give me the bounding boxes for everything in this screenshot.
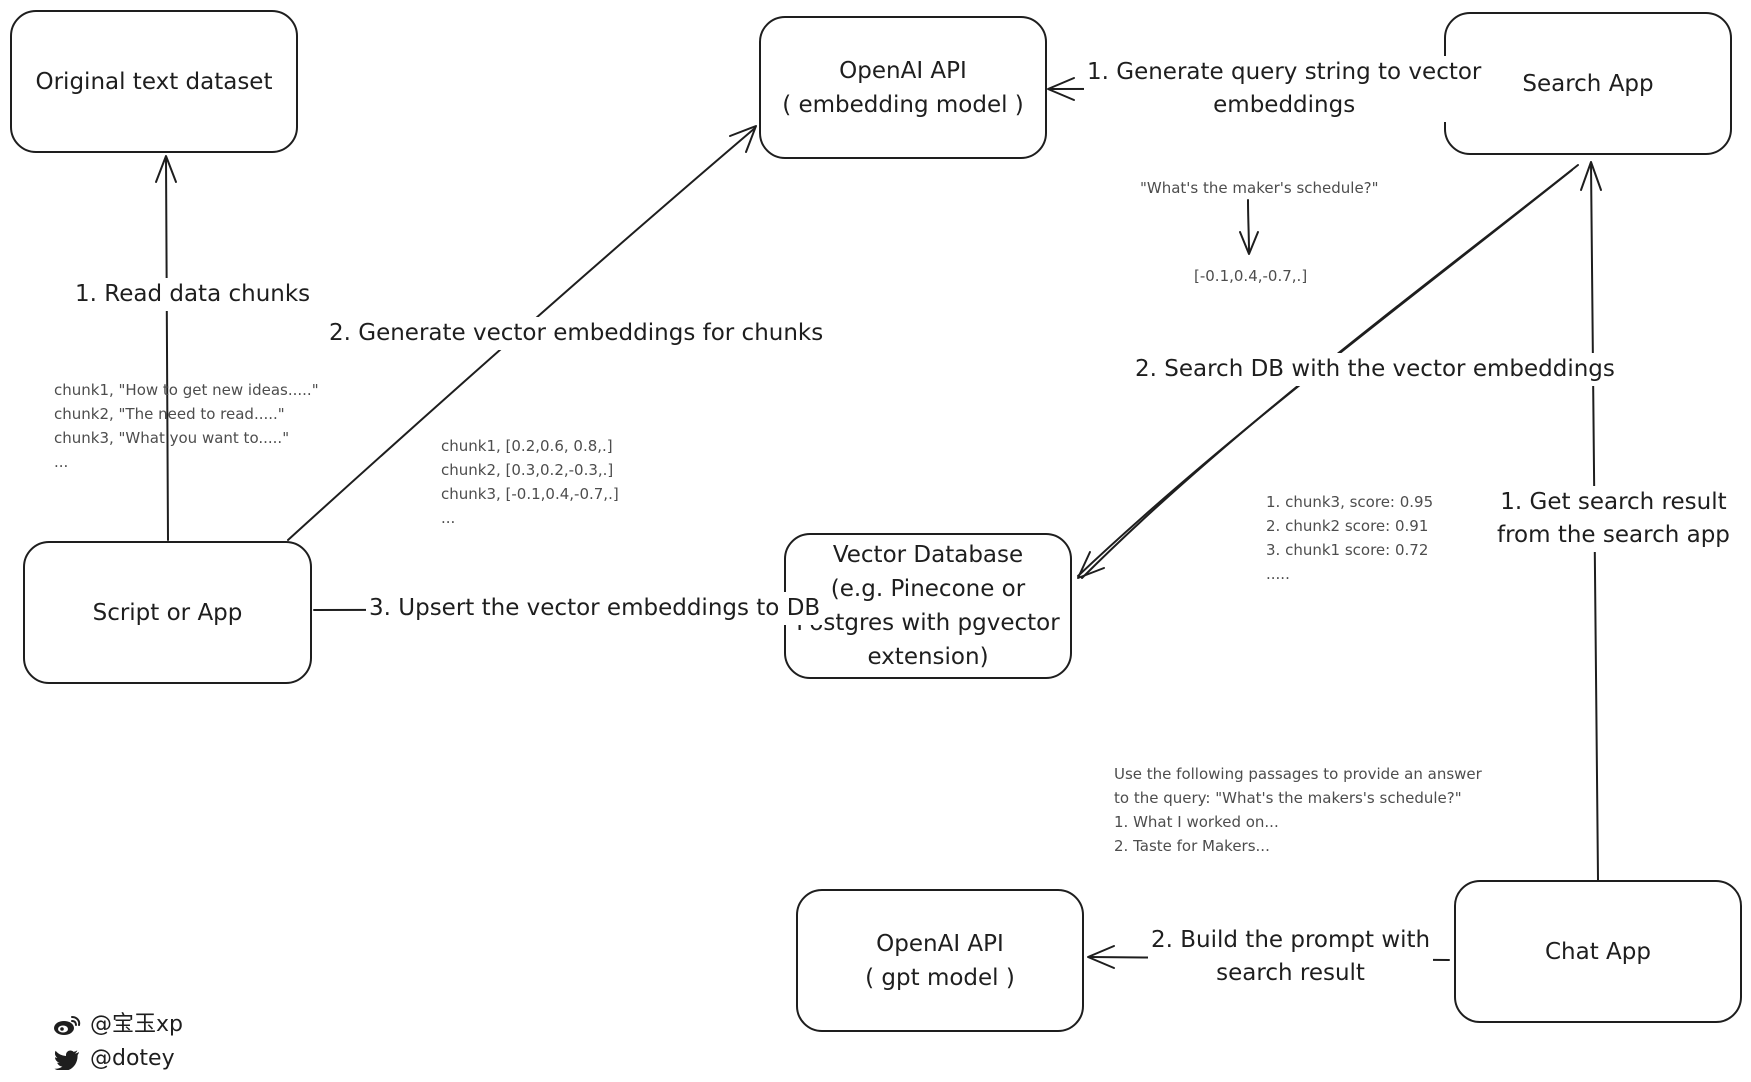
edge-label-read-data-chunks: 1. Read data chunks [72,278,314,311]
edge-label-upsert-embeddings: 3. Upsert the vector embeddings to DB [366,592,824,625]
vector-database-box: Vector Database (e.g. Pinecone or Postgr… [784,533,1072,679]
vector-database-label-line-4: extension) [867,644,989,670]
arrowhead-build-prompt [1087,945,1115,969]
script-or-app-box: Script or App [23,541,312,684]
note-query-vector: [-0.1,0.4,-0.7,.] [1194,267,1308,285]
edge-label-search-db: 2. Search DB with the vector embeddings [1132,353,1618,386]
note-search-scores: 1. chunk3, score: 0.95 2. chunk2 score: … [1266,493,1434,583]
vector-database-label-line-2: (e.g. Pinecone or [830,576,1026,602]
original-text-dataset-label: Original text dataset [35,68,273,95]
arrowhead-query-to-vector [1239,231,1259,255]
arrowhead-generate-query-embeddings [1047,77,1075,101]
arrow-query-to-vector [1247,199,1250,253]
chat-app-box: Chat App [1454,880,1742,1023]
openai-embedding-label-line-2: ( embedding model ) [782,91,1024,118]
openai-embedding-label-line-1: OpenAI API [839,57,967,84]
arrowhead-read-data-chunks [155,155,177,183]
openai-gpt-label-line-2: ( gpt model ) [865,964,1015,991]
vector-database-label-line-3: Postgres with pgvector [796,610,1060,636]
note-chunks-text: chunk1, "How to get new ideas....." chun… [54,381,319,471]
openai-gpt-box: OpenAI API ( gpt model ) [796,889,1084,1032]
twitter-icon [54,1050,79,1070]
openai-embedding-box: OpenAI API ( embedding model ) [759,16,1047,159]
script-or-app-label: Script or App [92,599,243,626]
arrowhead-get-search-result [1580,161,1602,191]
chat-app-label: Chat App [1545,938,1651,965]
note-prompt-text: Use the following passages to provide an… [1114,765,1482,855]
twitter-handle: @dotey [90,1046,175,1071]
edge-label-build-prompt: 2. Build the prompt with search result [1148,924,1434,990]
credit-weibo[interactable]: @宝玉xp [52,1008,183,1042]
weibo-handle: @宝玉xp [90,1012,183,1037]
search-app-label: Search App [1522,70,1654,97]
search-app-box: Search App [1444,12,1732,155]
credits: @宝玉xp @dotey [52,1008,183,1076]
arrowhead-generate-embeddings-chunks [729,125,757,153]
original-text-dataset-box: Original text dataset [10,10,298,153]
edge-label-generate-query-embeddings: 1. Generate query string to vector embed… [1084,56,1485,122]
edge-label-get-search-result: 1. Get search result from the search app [1494,486,1733,552]
arrow-read-data-chunks [165,157,169,541]
credit-twitter[interactable]: @dotey [52,1042,183,1076]
edge-label-generate-embeddings-chunks: 2. Generate vector embeddings for chunks [326,317,827,350]
note-chunks-vectors: chunk1, [0.2,0.6, 0.8,.] chunk2, [0.3,0.… [441,437,619,527]
note-query-string: "What's the maker's schedule?" [1140,179,1379,197]
weibo-icon [54,1016,81,1035]
vector-database-label-line-1: Vector Database [832,542,1024,568]
openai-gpt-label-line-1: OpenAI API [876,930,1004,957]
arrowhead-search-db [1077,551,1105,579]
